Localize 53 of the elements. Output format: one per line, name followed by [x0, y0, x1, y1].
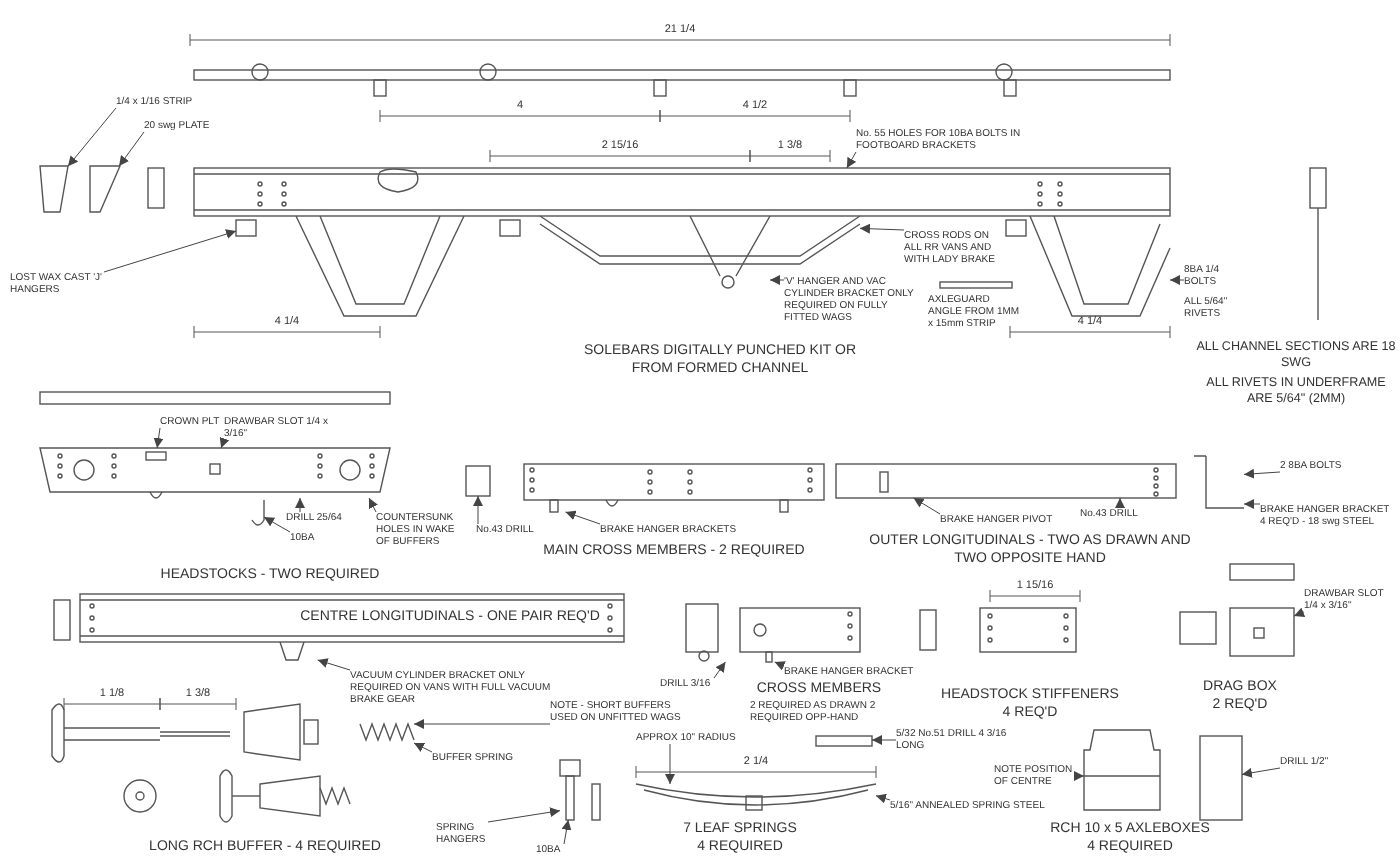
leader-line	[219, 436, 230, 449]
spring-hanger-drawing	[559, 759, 601, 821]
buffer-drawing	[51, 703, 415, 823]
leader-line	[1243, 468, 1281, 479]
leader-line	[487, 807, 561, 823]
leader-line	[368, 497, 378, 513]
leader-line	[317, 658, 351, 671]
truss-rod-drawing	[539, 215, 861, 265]
leader-line	[103, 229, 237, 273]
section-drawing	[39, 165, 69, 213]
leader-line	[295, 497, 305, 513]
longitudinal-drawing	[53, 593, 625, 661]
rod-drawing	[815, 735, 873, 747]
drag-box-drawing	[1179, 563, 1295, 657]
leader-line	[774, 661, 786, 671]
v-hanger-drawing	[689, 215, 771, 289]
section-drawing	[89, 165, 122, 213]
leader-line	[118, 131, 145, 167]
leader-line	[1293, 607, 1306, 617]
cross-member-drawing	[523, 463, 825, 513]
leader-line	[67, 107, 117, 167]
leaf-spring-drawing	[635, 783, 877, 811]
solebar-drawing	[193, 167, 1171, 217]
leader-line	[913, 497, 941, 515]
hook-drawing	[251, 499, 265, 526]
leader-line	[769, 275, 785, 285]
leader-line	[875, 793, 891, 804]
box	[235, 219, 257, 237]
axleguard-drawing	[1029, 215, 1171, 317]
leader-line	[1243, 499, 1261, 509]
leader-line	[846, 151, 857, 169]
leader-line	[1115, 497, 1125, 509]
box	[1199, 735, 1243, 821]
leader-line	[413, 742, 433, 753]
leader-line	[1074, 771, 1085, 781]
leader-line	[859, 223, 905, 234]
leader-line	[713, 661, 726, 679]
cross-member-drawing	[685, 603, 861, 663]
longitudinal-drawing	[835, 463, 1177, 499]
leader-line	[665, 743, 675, 785]
leader-line	[1169, 275, 1185, 285]
bracket-drawing	[1193, 455, 1245, 509]
leader-line	[565, 510, 601, 525]
leader-line	[871, 735, 897, 745]
leader-line	[413, 719, 551, 729]
leader-line	[153, 427, 164, 449]
leader-line	[263, 516, 291, 533]
axlebox-drawing	[1083, 729, 1161, 811]
leader-line	[473, 495, 483, 525]
leader-line	[1241, 767, 1281, 778]
leader-line	[561, 819, 572, 845]
channel-end-drawing	[465, 465, 491, 497]
headstock-drawing	[39, 447, 391, 499]
